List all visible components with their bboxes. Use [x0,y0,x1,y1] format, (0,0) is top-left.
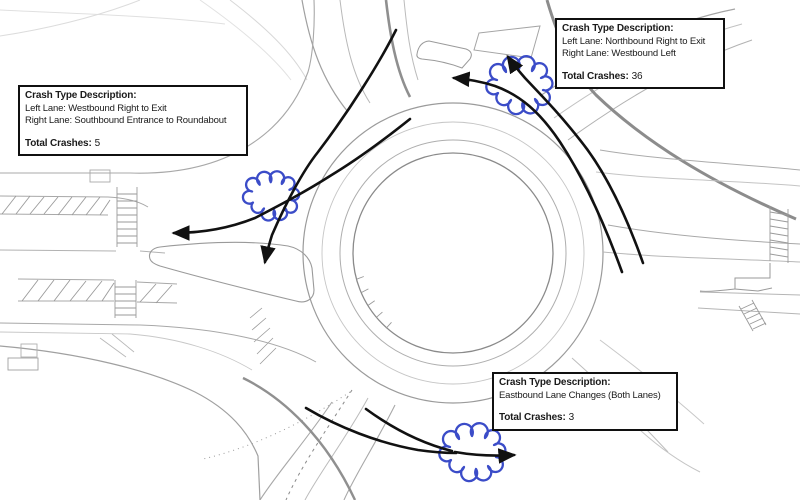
arrow-southbound-entrance [260,28,398,265]
crash-box-line: Eastbound Lane Changes (Both Lanes) [499,389,661,401]
crash-box-total: Total Crashes:5 [25,138,241,151]
arrow-northbound-right-exit [506,54,645,265]
arrow-eastbound-lane2 [364,407,454,453]
total-crashes-label: Total Crashes: [562,70,629,82]
crash-box-south: Crash Type Description: Eastbound Lane C… [492,372,678,431]
east-splitter-island [697,263,800,315]
total-crashes-value: 3 [568,412,575,423]
crash-cloud-northeast [486,56,552,114]
total-crashes-label: Total Crashes: [25,137,92,149]
southeast-crosswalk [738,299,767,332]
crash-box-total: Total Crashes:36 [562,71,718,84]
crash-box-west: Crash Type Description: Left Lane: Westb… [18,85,248,156]
west-crosswalk [114,187,138,318]
crash-box-title: Crash Type Description: [25,90,137,101]
south-gore-hatch [249,307,277,365]
crash-clouds [243,56,552,481]
south-leg [202,307,396,500]
arrow-westbound-right-exit [171,117,412,241]
arrow-westbound-left [451,71,624,274]
roundabout-circles [302,102,604,404]
east-crosswalk [769,206,789,263]
crash-box-line: Right Lane: Westbound Left [562,48,676,59]
crash-box-title: Crash Type Description: [499,377,611,388]
crash-box-title: Crash Type Description: [562,23,674,34]
west-leg [0,169,317,500]
north-leg [0,0,541,174]
island-curb-ticks [356,276,392,329]
crash-box-line: Right Lane: Southbound Entrance to Round… [25,115,227,126]
crash-box-total: Total Crashes:3 [499,412,671,425]
crash-cloud-west [243,171,299,220]
movement-arrows [171,28,645,464]
arrow-eastbound-merged [453,448,517,464]
arrow-eastbound-lane1 [304,406,458,455]
total-crashes-value: 5 [94,137,101,149]
total-crashes-label: Total Crashes: [499,412,566,423]
crash-box-line: Left Lane: Northbound Right to Exit [562,35,706,47]
west-median-hatch [1,195,173,304]
total-crashes-value: 36 [631,70,643,82]
background-roadwork [0,0,308,81]
crash-cloud-south [439,423,505,481]
crash-box-line: Left Lane: Westbound Right to Exit [25,102,167,114]
crash-box-northeast: Crash Type Description: Left Lane: North… [555,18,725,89]
